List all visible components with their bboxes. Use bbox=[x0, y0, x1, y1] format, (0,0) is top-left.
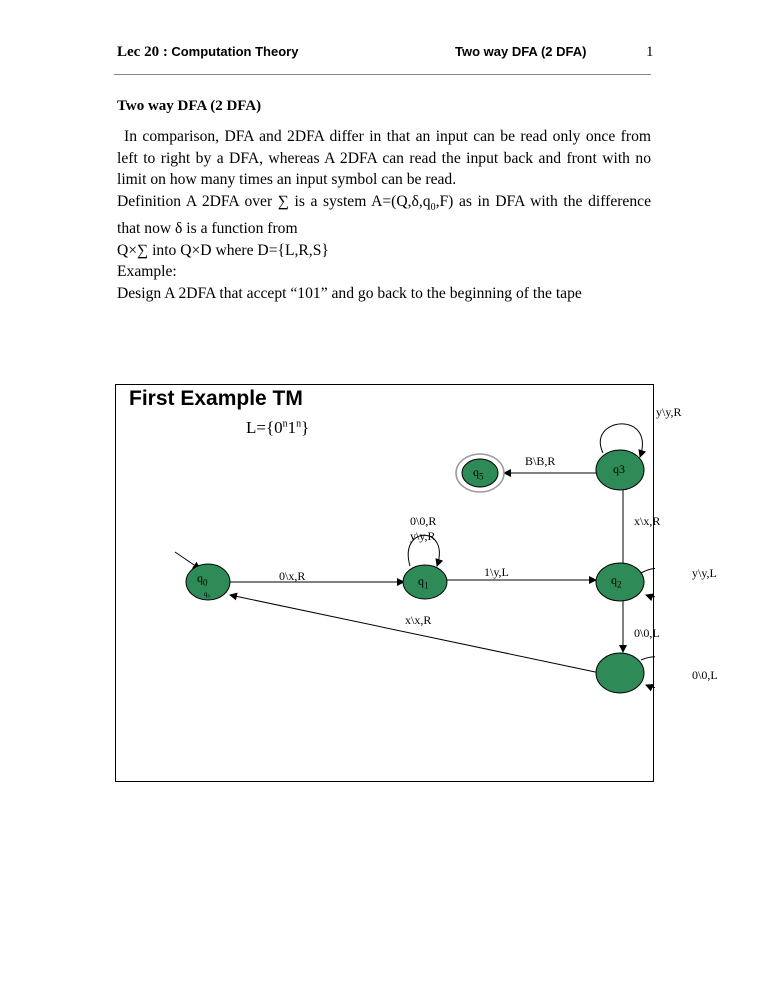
transition-q0-q1: 0\x,R bbox=[279, 569, 306, 583]
header-topic: Two way DFA (2 DFA) bbox=[455, 44, 587, 59]
state-q5-outer bbox=[455, 453, 505, 493]
transition-q2-q3: x\x,R bbox=[634, 514, 661, 528]
paragraph-comparison: In comparison, DFA and 2DFA differ in th… bbox=[117, 128, 651, 188]
header-lec-number: Lec 20 : bbox=[117, 44, 168, 60]
state-q0 bbox=[185, 563, 231, 601]
header-lecture: Lec 20 : Computation Theory bbox=[117, 44, 298, 61]
section-title: Two way DFA (2 DFA) bbox=[117, 98, 262, 114]
state-label-q5: q5 bbox=[473, 465, 484, 482]
paragraph-definition: Definition A 2DFA over ∑ is a system A=(… bbox=[117, 192, 651, 238]
page-number: 1 bbox=[646, 44, 654, 60]
state-label-q2: q2 bbox=[611, 573, 622, 590]
paragraph-example: Example: bbox=[117, 263, 177, 281]
tm-diagram-graphics bbox=[174, 423, 655, 694]
state-label-q3: q3 bbox=[613, 462, 625, 476]
transition-q1-q2: 1\y,L bbox=[484, 565, 509, 579]
paragraph-design: Design A 2DFA that accept “101” and go b… bbox=[117, 284, 582, 302]
loop-q4 bbox=[640, 656, 655, 692]
transition-q3-loop: y\y,R bbox=[656, 405, 682, 419]
language-definition: L={0n1n} bbox=[246, 418, 310, 437]
body-text: In comparison, DFA and 2DFA differ in th… bbox=[117, 126, 651, 304]
paragraph-domain: Q×∑ into Q×D where D={L,R,S} bbox=[117, 241, 329, 259]
state-q5 bbox=[461, 458, 499, 488]
state-q1 bbox=[402, 564, 448, 600]
state-q3 bbox=[595, 449, 645, 491]
header-rule bbox=[114, 74, 651, 75]
tm-diagram: First Example TM L={0n1n} q0 q₀ q1 q2 q3… bbox=[115, 384, 718, 782]
transition-q4-loop: 0\0,L bbox=[692, 668, 718, 682]
state-q2 bbox=[595, 562, 645, 602]
transition-q1-loop-a: 0\0,R bbox=[410, 514, 437, 528]
diagram-title: First Example TM bbox=[129, 387, 303, 410]
transition-q4-q0: x\x,R bbox=[405, 613, 432, 627]
start-arrow bbox=[174, 551, 201, 570]
state-q4 bbox=[595, 652, 645, 694]
header-course: Computation Theory bbox=[171, 44, 299, 59]
transition-q1-loop-b: y\y,R bbox=[410, 529, 436, 543]
state-label-q0-sub: q₀ bbox=[204, 590, 210, 598]
transition-q2-q4: 0\0,L bbox=[634, 626, 660, 640]
state-label-q0: q0 bbox=[197, 571, 208, 588]
loop-q1 bbox=[407, 534, 444, 567]
transition-q3-q5: B\B,R bbox=[525, 454, 556, 468]
state-label-q1: q1 bbox=[418, 574, 429, 591]
edge-q4-q0 bbox=[229, 592, 601, 674]
loop-q3 bbox=[600, 423, 647, 458]
transition-q2-loop: y\y,L bbox=[692, 566, 717, 580]
loop-q2 bbox=[640, 568, 655, 602]
